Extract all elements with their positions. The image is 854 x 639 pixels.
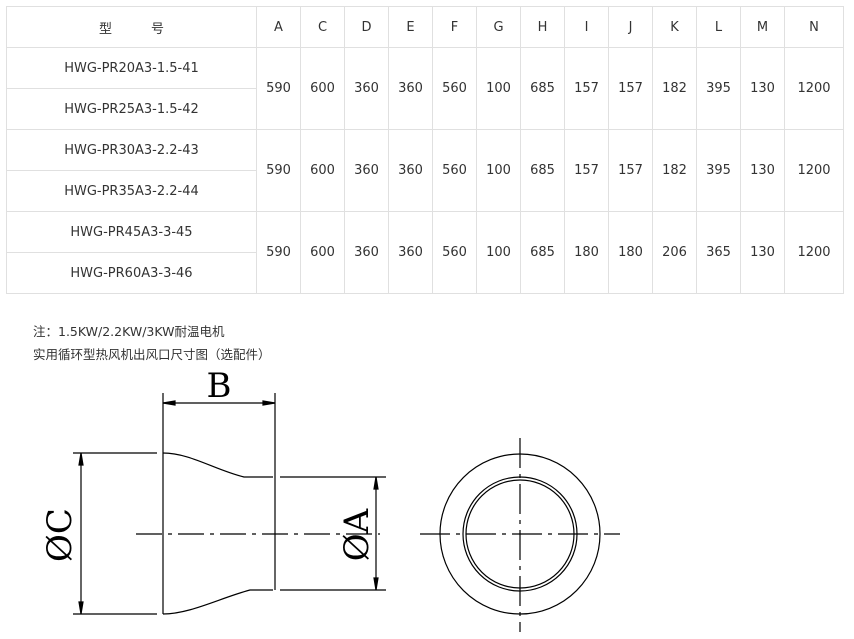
note-motor: 注：1.5KW/2.2KW/3KW耐温电机 xyxy=(33,324,225,339)
value-cell: 130 xyxy=(740,211,785,294)
value-cell: 1200 xyxy=(784,211,844,294)
table-row: HWG-PR35A3-2.2-44 xyxy=(6,170,844,212)
value-cell: 590 xyxy=(256,47,301,130)
value-cell: 685 xyxy=(520,211,565,294)
value-cell: 130 xyxy=(740,47,785,130)
value-cell: 100 xyxy=(476,129,521,212)
front-view xyxy=(420,438,620,632)
dim-label-c: ØC xyxy=(40,508,80,562)
model-cell: HWG-PR30A3-2.2-43 xyxy=(6,129,257,171)
value-cell: 560 xyxy=(432,211,477,294)
value-cell: 130 xyxy=(740,129,785,212)
value-cell: 360 xyxy=(344,47,389,130)
value-cell: 206 xyxy=(652,211,697,294)
header-col-N: N xyxy=(784,6,844,48)
value-cell: 395 xyxy=(696,47,741,130)
header-model: 型 号 xyxy=(6,6,257,48)
header-col-H: H xyxy=(520,6,565,48)
header-col-F: F xyxy=(432,6,477,48)
header-col-K: K xyxy=(652,6,697,48)
dim-label-a: ØA xyxy=(337,508,377,561)
dim-label-b: B xyxy=(207,366,232,406)
header-col-E: E xyxy=(388,6,433,48)
table-row: HWG-PR60A3-3-46 xyxy=(6,252,844,294)
value-cell: 100 xyxy=(476,211,521,294)
value-cell: 1200 xyxy=(784,129,844,212)
value-cell: 600 xyxy=(300,47,345,130)
model-cell: HWG-PR35A3-2.2-44 xyxy=(6,170,257,212)
value-cell: 157 xyxy=(608,129,653,212)
header-col-J: J xyxy=(608,6,653,48)
header-col-A: A xyxy=(256,6,301,48)
value-cell: 180 xyxy=(564,211,609,294)
model-cell: HWG-PR45A3-3-45 xyxy=(6,211,257,253)
model-cell: HWG-PR60A3-3-46 xyxy=(6,252,257,294)
note-drawing-title: 实用循环型热风机出风口尺寸图（选配件） xyxy=(33,347,271,362)
model-cell: HWG-PR20A3-1.5-41 xyxy=(6,47,257,89)
value-cell: 157 xyxy=(564,47,609,130)
value-cell: 1200 xyxy=(784,47,844,130)
header-col-M: M xyxy=(740,6,785,48)
value-cell: 360 xyxy=(388,211,433,294)
value-cell: 182 xyxy=(652,47,697,130)
value-cell: 360 xyxy=(344,211,389,294)
value-cell: 182 xyxy=(652,129,697,212)
side-view: B ØC ØA xyxy=(40,366,386,615)
value-cell: 560 xyxy=(432,47,477,130)
value-cell: 180 xyxy=(608,211,653,294)
value-cell: 600 xyxy=(300,211,345,294)
value-cell: 360 xyxy=(388,129,433,212)
value-cell: 360 xyxy=(388,47,433,130)
